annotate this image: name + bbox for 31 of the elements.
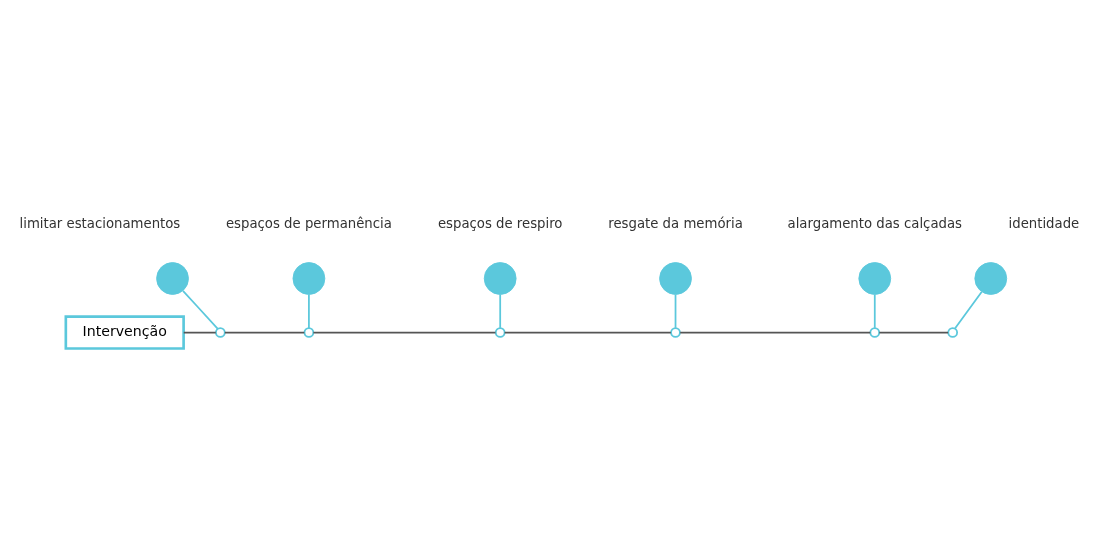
node-circle <box>670 326 681 338</box>
connector <box>674 293 677 329</box>
node-label: resgate da memória <box>608 215 743 231</box>
connector <box>499 293 502 329</box>
connector <box>873 293 876 329</box>
node-label: alargamento das calçadas <box>787 215 962 231</box>
connector <box>312 331 497 333</box>
node-label: espaços de respiro <box>437 215 563 231</box>
node-circle <box>483 261 517 295</box>
node-circle <box>659 261 692 295</box>
node-circle <box>156 261 189 295</box>
connector <box>182 289 219 330</box>
connector <box>954 290 983 329</box>
connector <box>679 331 872 333</box>
node-circle <box>858 261 892 295</box>
node-circle <box>947 326 958 338</box>
connector <box>878 331 949 333</box>
node-label: limitar estacionamentos <box>19 215 181 231</box>
connector <box>503 331 672 333</box>
node-circle <box>974 261 1008 295</box>
connector <box>308 293 310 329</box>
node-circle <box>869 326 881 338</box>
node-label: espaços de permanência <box>225 215 392 231</box>
connector <box>182 331 217 333</box>
node-circle <box>494 326 506 338</box>
node-circle <box>303 326 315 338</box>
node-circle <box>215 326 226 338</box>
node-label: identidade <box>1008 215 1080 231</box>
node-circle <box>292 261 326 295</box>
node-box: Intervenção <box>64 314 185 350</box>
connector <box>223 331 306 333</box>
